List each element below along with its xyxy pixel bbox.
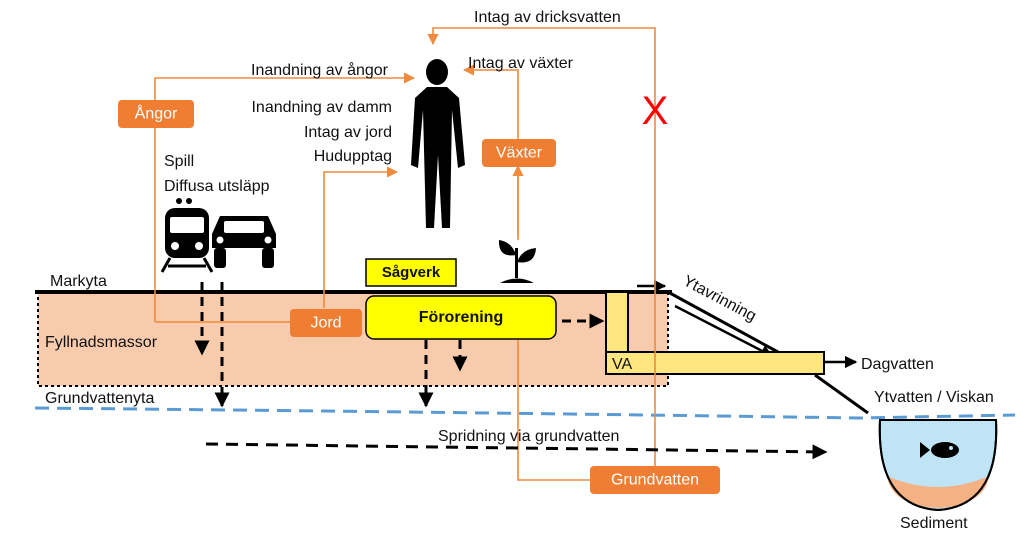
jord-box bbox=[290, 309, 362, 337]
pathway-to-grundvatten bbox=[517, 338, 590, 481]
diffusa-utslapp-label: Diffusa utsläpp bbox=[164, 178, 270, 195]
grundvattenyta-label: Grundvattenyta bbox=[45, 390, 155, 407]
vaxter-box-label: Växter bbox=[496, 145, 543, 162]
plant-icon bbox=[498, 240, 536, 283]
groundwater-spread-arrow bbox=[205, 442, 828, 460]
pathway-angor-to-person bbox=[154, 72, 416, 322]
runoff-slope-lower bbox=[814, 373, 869, 415]
inandning-damm-label: Inandning av damm bbox=[251, 99, 392, 116]
va-vertical-pipe bbox=[605, 291, 629, 353]
pathway-dricksvatten bbox=[427, 27, 656, 468]
ytvatten-label: Ytvatten / Viskan bbox=[874, 389, 994, 406]
dagvatten-label: Dagvatten bbox=[861, 356, 934, 373]
vaxter-box bbox=[482, 139, 556, 167]
sagverk-box bbox=[365, 258, 457, 287]
fill-soil-layer bbox=[37, 291, 669, 387]
angor-box-label: Ångor bbox=[135, 104, 178, 123]
spill-label: Spill bbox=[164, 153, 194, 170]
fyllnadsmassor-label: Fyllnadsmassor bbox=[45, 334, 158, 351]
groundwater-level-line bbox=[34, 406, 1016, 420]
runoff-slope bbox=[667, 290, 779, 354]
ytavrinning-label: Ytavrinning bbox=[680, 273, 759, 326]
sediment-label: Sediment bbox=[900, 515, 968, 532]
angor-box bbox=[118, 100, 194, 128]
blocked-drinking-water-x: X bbox=[642, 89, 669, 133]
hudupptag-label: Hudupptag bbox=[314, 148, 392, 165]
grundvatten-box-label: Grundvatten bbox=[611, 472, 699, 489]
va-label: VA bbox=[612, 356, 632, 373]
car-icon bbox=[212, 216, 276, 268]
fororening-box-label: Förorening bbox=[419, 309, 503, 326]
train-icon bbox=[160, 198, 214, 273]
inandning-angor-label: Inandning av ångor bbox=[251, 61, 389, 79]
intag-jord-label: Intag av jord bbox=[304, 124, 392, 141]
fororening-box bbox=[365, 295, 557, 340]
spridning-label: Spridning via grundvatten bbox=[438, 428, 619, 445]
va-horizontal-pipe bbox=[605, 351, 825, 375]
ytavrinning-arrow bbox=[674, 304, 774, 358]
intag-vaxter-label: Intag av växter bbox=[468, 55, 574, 72]
jord-box-label: Jord bbox=[310, 315, 341, 332]
grundvatten-box bbox=[590, 466, 720, 494]
pathway-jord-to-hud bbox=[323, 166, 399, 308]
intag-dricksvatten-label: Intag av dricksvatten bbox=[474, 9, 621, 26]
markyta-label: Markyta bbox=[50, 273, 107, 290]
sagverk-box-label: Sågverk bbox=[382, 264, 441, 281]
surface-water-icon bbox=[878, 419, 998, 512]
person-icon bbox=[411, 59, 465, 228]
fish-icon bbox=[920, 442, 959, 458]
